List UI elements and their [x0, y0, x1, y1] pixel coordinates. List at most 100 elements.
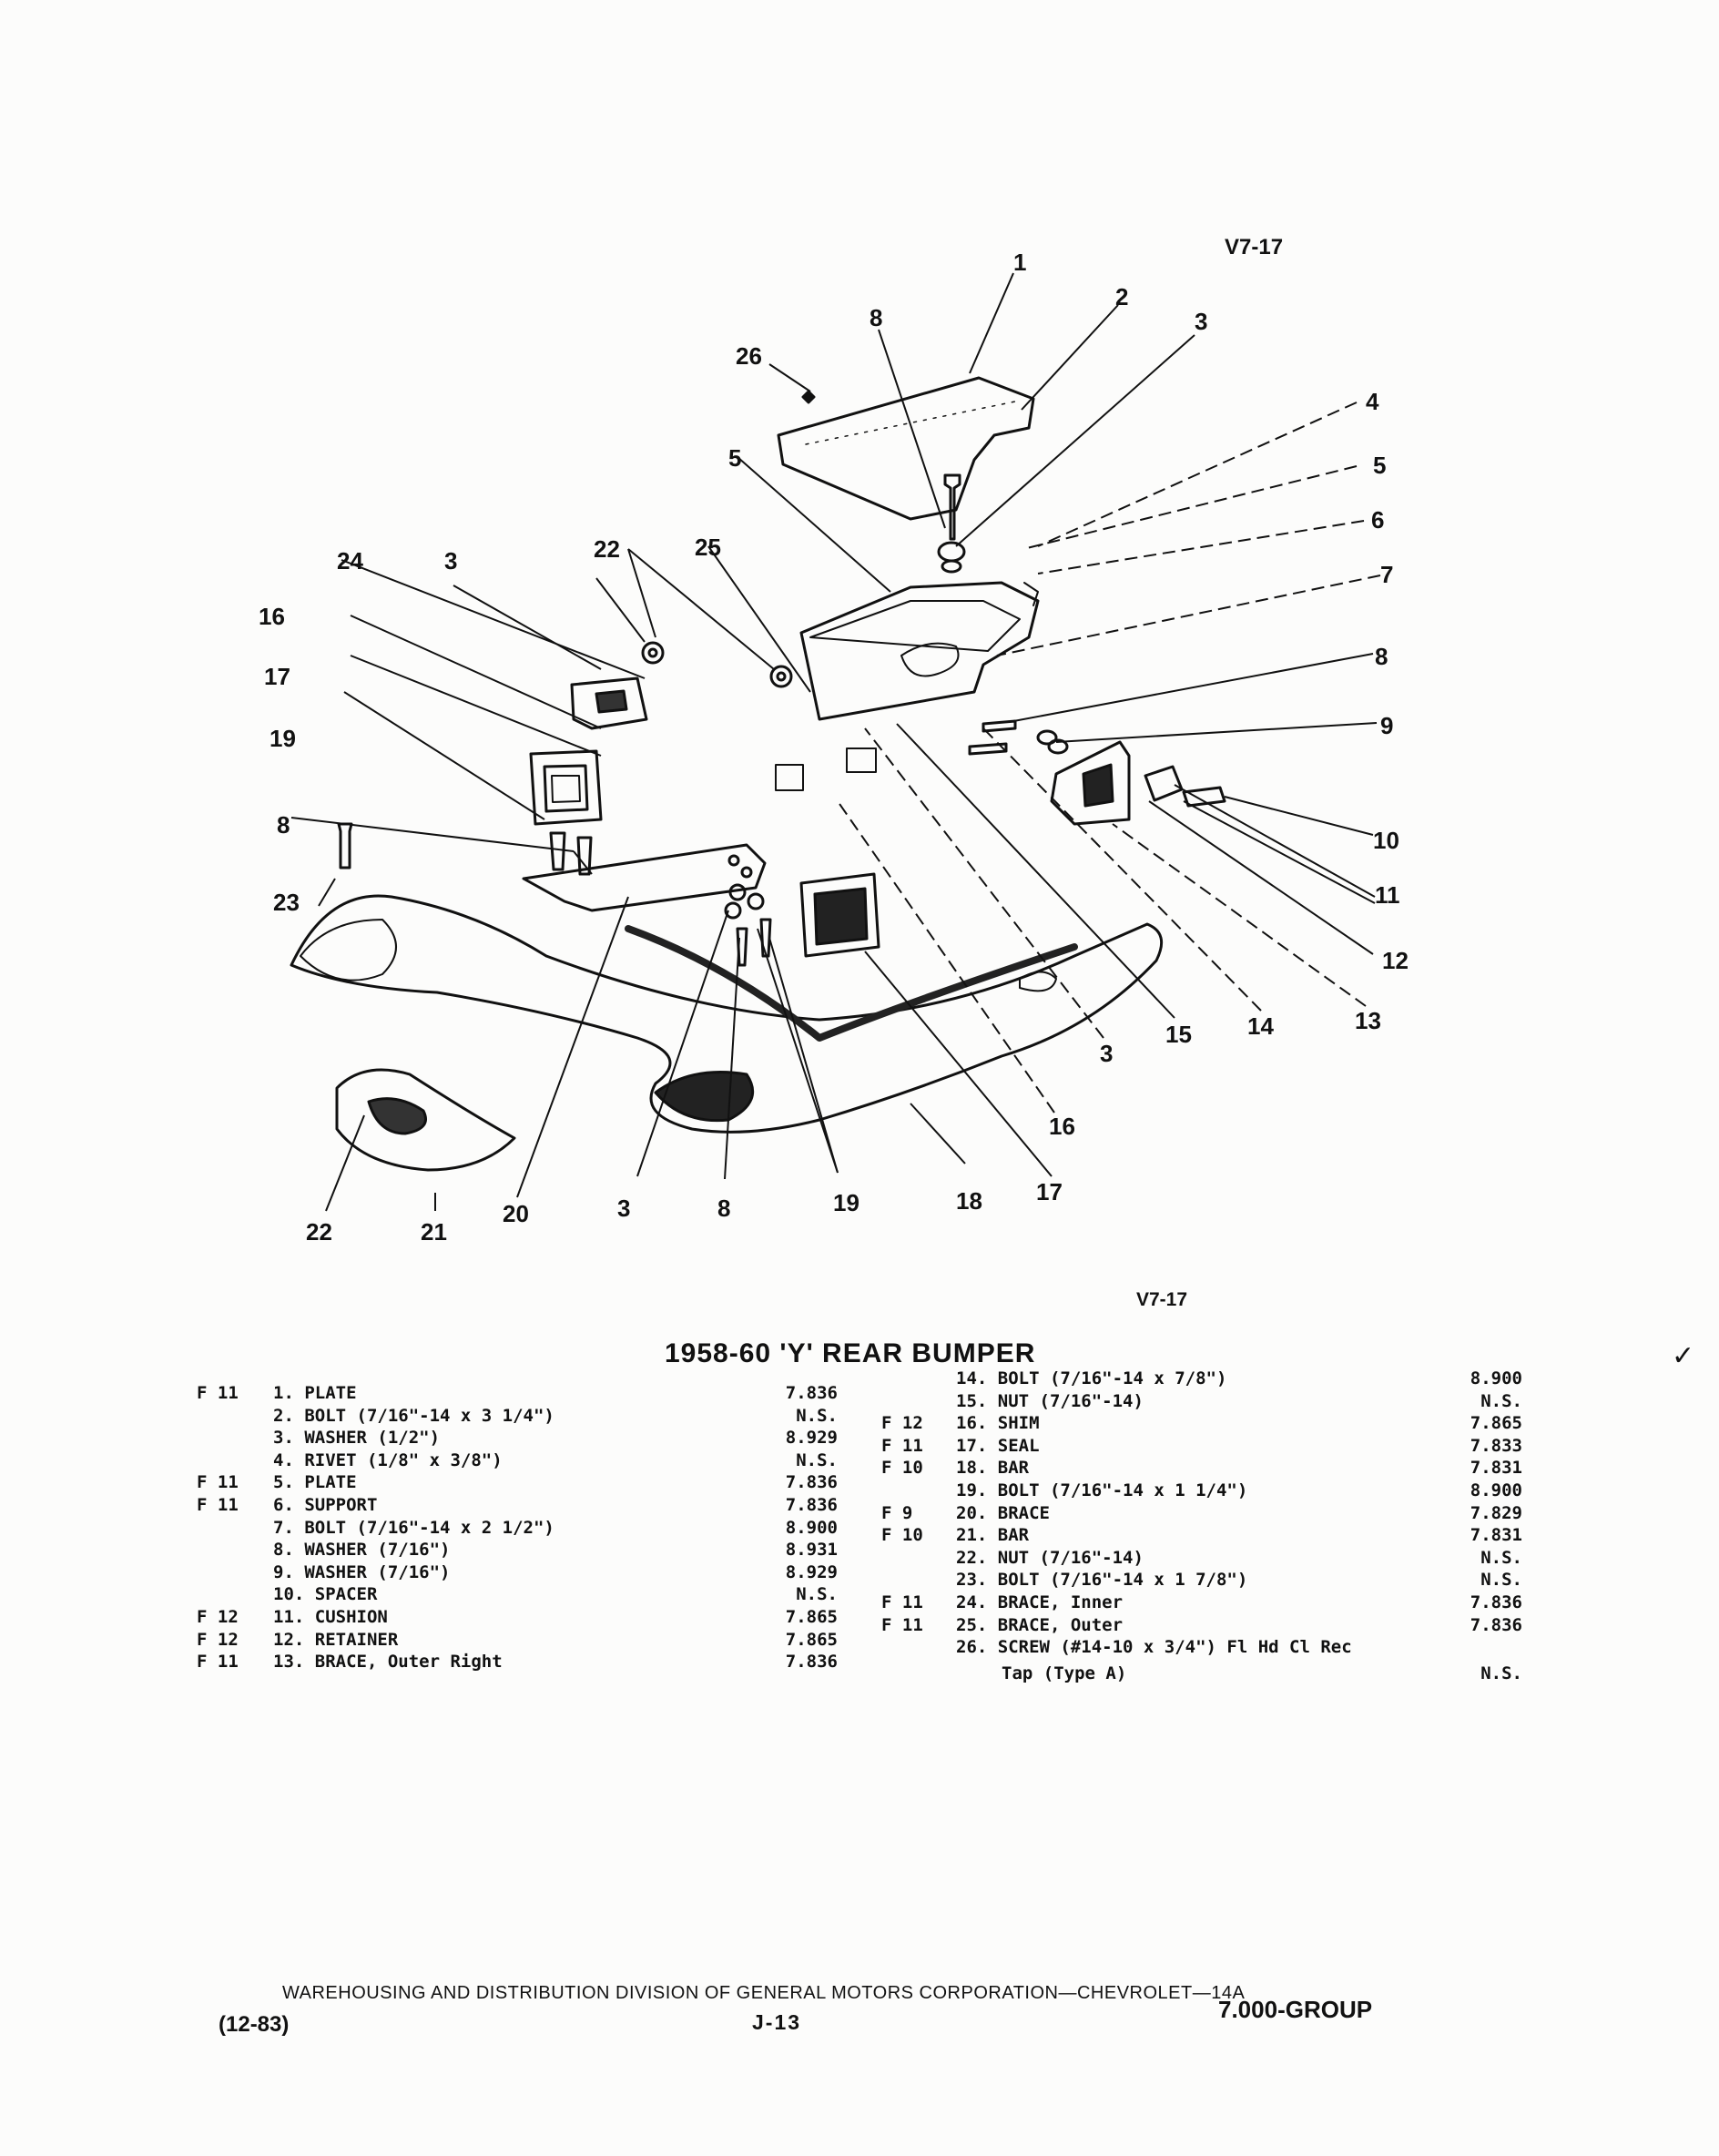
- callout-16b: 16: [259, 603, 285, 630]
- callout-8c: 8: [277, 811, 290, 839]
- fig-ref: F 10: [881, 1525, 923, 1546]
- part-description: 8. WASHER (7/16"): [273, 1540, 451, 1561]
- callout-6: 6: [1371, 506, 1384, 534]
- part-description: 5. PLATE: [273, 1472, 357, 1493]
- part-support: [799, 581, 1040, 721]
- part-description: 13. BRACE, Outer Right: [273, 1652, 503, 1673]
- callout-19: 19: [833, 1189, 860, 1216]
- part-description: 26. SCREW (#14-10 x 3/4") Fl Hd Cl Rec: [956, 1637, 1352, 1658]
- part-description: 7. BOLT (7/16"-14 x 2 1/2"): [273, 1517, 554, 1538]
- group-number: 7.865: [785, 1607, 838, 1627]
- part-description: 10. SPACER: [273, 1584, 378, 1605]
- part-seal-17: [529, 749, 603, 826]
- callout-22b: 22: [594, 535, 620, 563]
- callout-19b: 19: [270, 725, 296, 752]
- group-number: 7.831: [1470, 1525, 1522, 1546]
- callout-8d: 8: [870, 304, 882, 331]
- fig-ref: F 12: [197, 1607, 239, 1627]
- group-number: N.S.: [796, 1405, 838, 1426]
- group-number: N.S.: [796, 1449, 838, 1470]
- callout-26: 26: [736, 342, 762, 370]
- part-description: 11. CUSHION: [273, 1607, 388, 1627]
- part-description: 17. SEAL: [956, 1435, 1040, 1456]
- callout-13: 13: [1355, 1007, 1381, 1034]
- footer-page: J-13: [752, 2010, 802, 2034]
- part-screw-26: [801, 390, 816, 404]
- fig-ref: F 11: [881, 1592, 923, 1612]
- fig-ref: F 11: [881, 1435, 923, 1456]
- part-description: 21. BAR: [956, 1525, 1030, 1546]
- callout-10: 10: [1373, 827, 1399, 854]
- callout-16: 16: [1049, 1113, 1075, 1140]
- part-description: 15. NUT (7/16"-14): [956, 1390, 1144, 1411]
- part-description: 6. SUPPORT: [273, 1495, 378, 1515]
- callout-11: 11: [1375, 881, 1400, 909]
- fig-ref: F 12: [197, 1629, 239, 1650]
- fig-ref: F 11: [881, 1614, 923, 1635]
- part-description: 3. WASHER (1/2"): [273, 1428, 441, 1449]
- callout-3: 3: [1195, 308, 1207, 335]
- part-description: 23. BOLT (7/16"-14 x 1 7/8"): [956, 1570, 1248, 1591]
- group-number: 7.833: [1470, 1435, 1522, 1456]
- group-number: 7.836: [785, 1495, 838, 1515]
- part-bolt-2: [943, 473, 961, 541]
- figure-code-bottom: V7-17: [1136, 1289, 1188, 1310]
- part-washer-22-left: [641, 641, 665, 665]
- group-number: N.S.: [1480, 1663, 1522, 1683]
- callout-14: 14: [1247, 1012, 1274, 1040]
- part-plate-top: [777, 376, 1035, 521]
- part-description: 4. RIVET (1/8" x 3/8"): [273, 1449, 503, 1470]
- fig-ref: F 11: [197, 1383, 239, 1403]
- part-description: 9. WASHER (7/16"): [273, 1561, 451, 1582]
- callout-21: 21: [421, 1218, 447, 1246]
- callout-12: 12: [1382, 947, 1409, 974]
- callout-24: 24: [337, 547, 363, 575]
- fig-ref: F 12: [881, 1413, 923, 1434]
- callout-18: 18: [956, 1187, 982, 1215]
- section-title: 1958-60 'Y' REAR BUMPER: [665, 1338, 1036, 1368]
- fig-ref: F 11: [197, 1495, 239, 1515]
- callout-17b: 17: [264, 663, 290, 690]
- group-number: N.S.: [1480, 1570, 1522, 1591]
- group-number: 7.831: [1470, 1458, 1522, 1479]
- group-number: 7.836: [1470, 1592, 1522, 1612]
- group-number: 7.836: [785, 1652, 838, 1673]
- check-mark: ✓: [1672, 1341, 1695, 1371]
- callout-4: 4: [1366, 388, 1379, 415]
- part-description: 14. BOLT (7/16"-14 x 7/8"): [956, 1368, 1227, 1388]
- figure-code-top: V7-17: [1225, 235, 1284, 259]
- footer-publisher-line: WAREHOUSING AND DISTRIBUTION DIVISION OF…: [282, 1983, 1246, 2003]
- group-number: 8.900: [785, 1517, 838, 1538]
- callout-7: 7: [1380, 561, 1393, 588]
- part-brace-20: [522, 843, 767, 912]
- callout-8: 8: [1375, 643, 1388, 670]
- group-number: N.S.: [1480, 1390, 1522, 1411]
- callout-17: 17: [1036, 1178, 1063, 1205]
- part-description: 19. BOLT (7/16"-14 x 1 1/4"): [956, 1480, 1248, 1500]
- part-description: 18. BAR: [956, 1458, 1030, 1479]
- group-number: 8.929: [785, 1428, 838, 1449]
- part-description: 25. BRACE, Outer: [956, 1614, 1124, 1635]
- group-number: 7.829: [1470, 1502, 1522, 1523]
- group-number: 8.900: [1470, 1480, 1522, 1500]
- group-number: 7.836: [785, 1472, 838, 1493]
- fig-ref: F 10: [881, 1458, 923, 1479]
- part-seal-17-right: [799, 872, 880, 958]
- callout-5b: 5: [728, 444, 741, 472]
- callout-3b: 3: [1100, 1040, 1113, 1067]
- group-number: 7.836: [785, 1383, 838, 1403]
- part-bumper-bar: [290, 894, 1164, 1134]
- part-bolts-19: [549, 831, 593, 876]
- part-description: 24. BRACE, Inner: [956, 1592, 1124, 1612]
- group-number: 7.836: [1470, 1614, 1522, 1635]
- part-description: 16. SHIM: [956, 1413, 1040, 1434]
- part-description: 2. BOLT (7/16"-14 x 3 1/4"): [273, 1405, 554, 1426]
- part-description: 20. BRACE: [956, 1502, 1050, 1523]
- group-number: 7.865: [785, 1629, 838, 1650]
- group-number: N.S.: [1480, 1547, 1522, 1568]
- callout-23: 23: [273, 889, 300, 916]
- callout-1: 1: [1013, 249, 1026, 276]
- group-number: 8.900: [1470, 1368, 1522, 1388]
- part-description: 1. PLATE: [273, 1383, 357, 1403]
- fig-ref: F 9: [881, 1502, 913, 1523]
